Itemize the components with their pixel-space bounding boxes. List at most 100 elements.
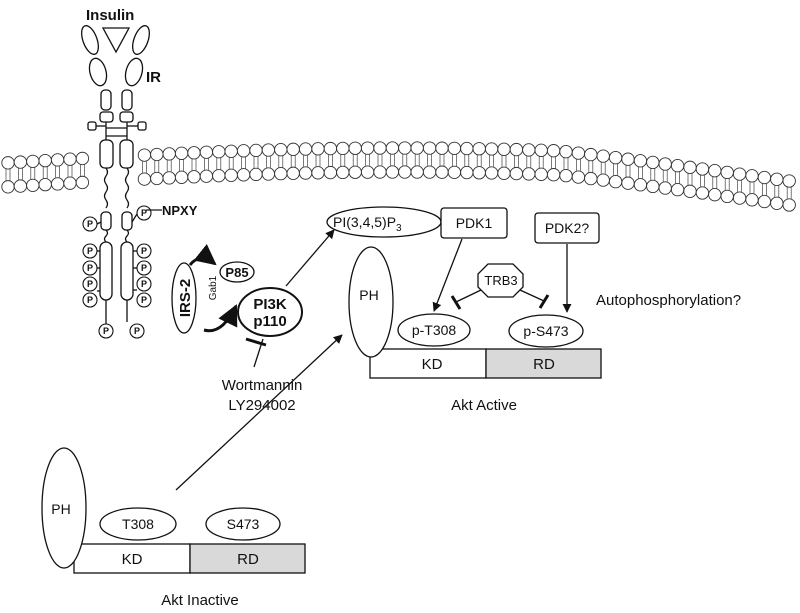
irs2-pi3k-complex xyxy=(171,261,303,337)
pdk1-box xyxy=(440,207,508,239)
p-label: P xyxy=(141,208,147,218)
lipid-head xyxy=(484,142,499,156)
p110-label: p110 xyxy=(253,313,286,330)
p-label: P xyxy=(141,295,147,305)
lipid-head xyxy=(720,189,734,204)
lipid-head xyxy=(621,152,635,166)
lipid-head xyxy=(646,155,660,170)
p-label: P xyxy=(134,326,140,336)
irs2-oval xyxy=(171,262,197,334)
ps473-label: p-S473 xyxy=(523,323,568,339)
lipid-head xyxy=(212,169,226,183)
lipid-head xyxy=(596,173,610,187)
pdk2-box xyxy=(534,212,600,244)
pi3k-p110-oval xyxy=(237,287,303,337)
lipid-head xyxy=(422,165,437,179)
p-label: P xyxy=(87,279,93,289)
lipid-head xyxy=(608,174,623,189)
lipid-head xyxy=(274,143,288,157)
lipid-head xyxy=(50,153,65,167)
trb3-label: TRB3 xyxy=(484,273,517,288)
lipid-head xyxy=(497,142,511,156)
pt308-label: p-T308 xyxy=(412,322,457,338)
p-label: P xyxy=(87,263,93,273)
lipid-head xyxy=(646,179,660,194)
phospho-p xyxy=(136,260,152,276)
lipid-head xyxy=(13,179,28,193)
lipid-head xyxy=(385,165,400,179)
akt-active-kd-label: KD xyxy=(422,356,443,373)
t308-oval xyxy=(99,507,177,541)
lipid-head xyxy=(782,174,796,188)
p85-oval xyxy=(219,261,255,283)
lipid-head xyxy=(224,144,238,158)
lipid-head xyxy=(150,171,164,186)
lipid-head xyxy=(447,165,462,179)
lipid-head xyxy=(460,165,474,180)
akt-active-rd-label: RD xyxy=(533,356,555,373)
phospho-p xyxy=(82,216,98,232)
lipid-head xyxy=(782,198,796,212)
lipid-head xyxy=(286,142,300,156)
p85-label: P85 xyxy=(225,265,248,280)
insulin-triangle xyxy=(101,27,131,54)
insulin-label: Insulin xyxy=(86,7,134,24)
lipid-head xyxy=(274,167,288,181)
akt-active-kd xyxy=(369,348,487,379)
lipid-head xyxy=(497,166,511,180)
phospho-p xyxy=(136,243,152,259)
lipid-head xyxy=(63,176,77,190)
ps473-oval xyxy=(508,314,584,348)
lipid-head xyxy=(1,156,15,170)
lipid-head xyxy=(658,157,672,171)
plasma-membrane xyxy=(1,141,796,212)
lipid-head xyxy=(683,184,697,198)
lipid-head xyxy=(472,166,486,180)
lipid-head xyxy=(13,155,28,169)
lipid-head xyxy=(199,169,214,183)
lipid-head xyxy=(236,168,251,182)
lipid-head xyxy=(757,194,772,209)
lipid-head xyxy=(236,144,251,158)
lipid-head xyxy=(720,165,734,180)
p-label: P xyxy=(87,295,93,305)
lipid-head xyxy=(336,165,350,180)
lipid-head xyxy=(323,165,338,180)
phospho-p xyxy=(82,243,98,259)
lipid-head xyxy=(298,142,313,156)
lipid-head xyxy=(224,168,238,182)
akt-inactive-ph-label: PH xyxy=(51,501,70,517)
phospho-p xyxy=(136,292,152,308)
lipid-head xyxy=(311,142,325,156)
lipid-head xyxy=(708,164,722,178)
lipid-head xyxy=(398,165,412,179)
lipid-head xyxy=(187,146,201,160)
lipid-head xyxy=(385,141,400,155)
s473-label: S473 xyxy=(227,516,260,532)
p-label: P xyxy=(141,279,147,289)
lipid-head xyxy=(187,170,201,184)
lipid-head xyxy=(621,176,635,190)
akt-active-caption: Akt Active xyxy=(451,397,517,414)
lipid-head xyxy=(249,143,263,158)
lipid-head xyxy=(472,142,486,156)
lipid-head xyxy=(38,153,52,168)
akt-active-ph-label: PH xyxy=(359,287,378,303)
pt308-oval xyxy=(397,313,471,347)
akt-active xyxy=(348,246,602,379)
lipid-head xyxy=(670,159,685,173)
lipid-head xyxy=(398,141,412,155)
lipid-head xyxy=(348,141,362,155)
lipid-head xyxy=(162,147,176,161)
lipid-head xyxy=(484,166,499,180)
lipid-head xyxy=(50,177,65,191)
lipid-head xyxy=(373,165,387,179)
lipid-head xyxy=(162,171,176,185)
autophosphorylation-label: Autophosphorylation? xyxy=(596,292,741,309)
p-label: P xyxy=(103,326,109,336)
lipid-head xyxy=(447,141,462,155)
ly294002-label: LY294002 xyxy=(228,397,295,414)
lipid-head xyxy=(670,183,685,197)
lipid-head xyxy=(745,169,759,183)
